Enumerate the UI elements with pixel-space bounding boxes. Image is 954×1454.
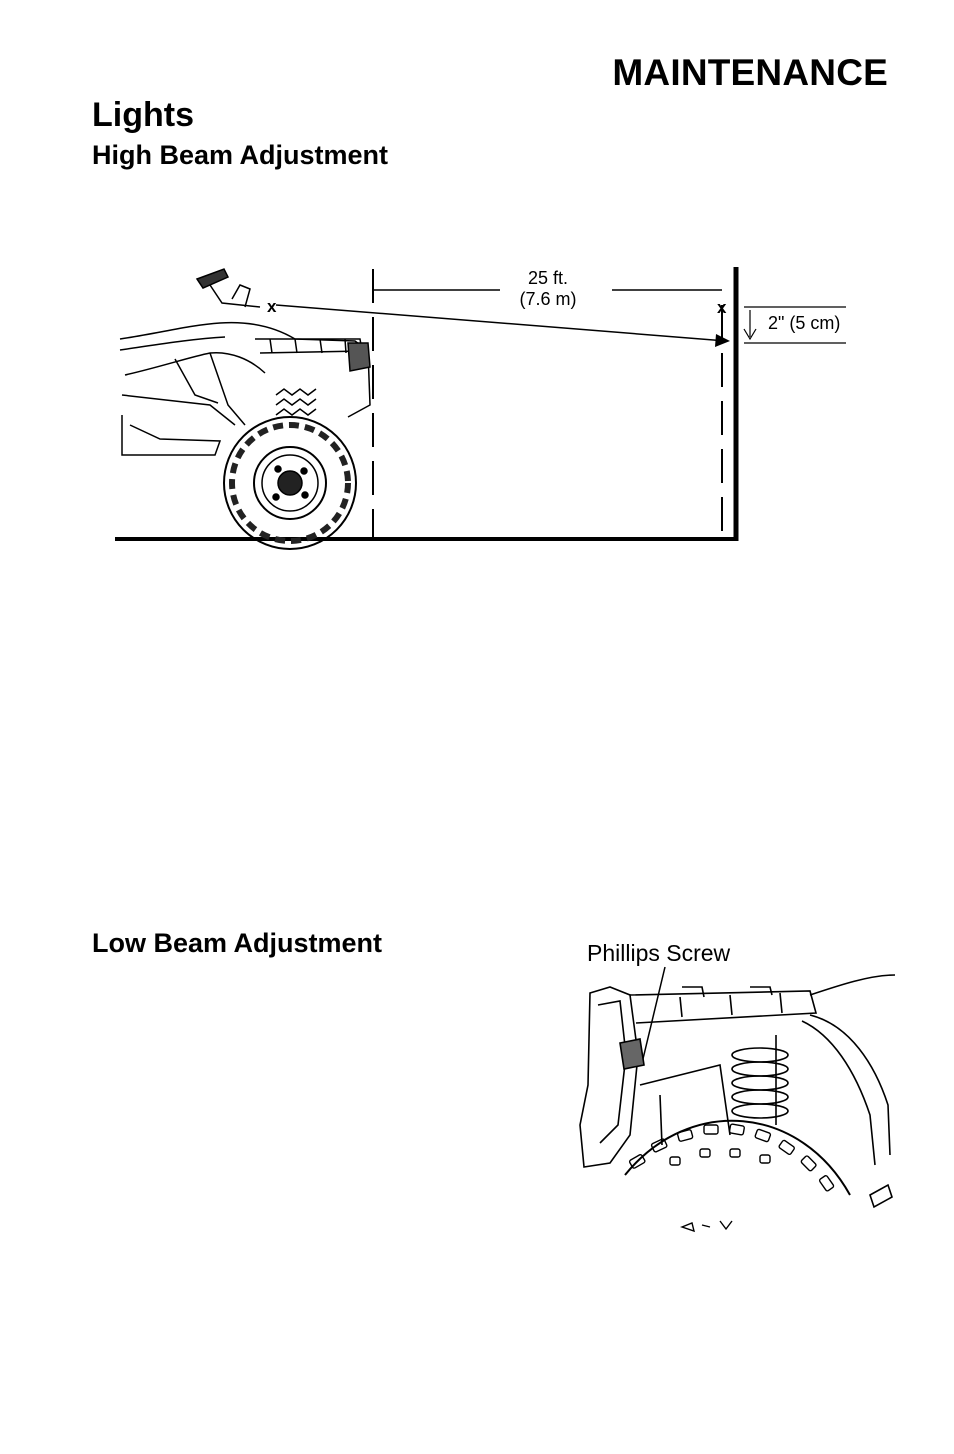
section-title: MAINTENANCE (612, 52, 888, 93)
atv-front-closeup (579, 974, 896, 1233)
page-heading: Lights (92, 96, 194, 134)
headlight-marker: x (267, 297, 277, 316)
low-beam-heading: Low Beam Adjustment (92, 928, 383, 958)
distance-label-meters: (7.6 m) (519, 289, 576, 309)
low-beam-diagram-svg: Phillips Screw (579, 940, 896, 1233)
high-beam-heading: High Beam Adjustment (92, 140, 389, 170)
drop-label: 2" (5 cm) (768, 313, 840, 333)
high-beam-diagram: 25 ft. (7.6 m) x x 2" (5 cm) (100, 255, 860, 555)
phillips-screw-callout: Phillips Screw (587, 940, 731, 966)
drop-arrow-head (743, 328, 757, 341)
atv-illustration (119, 268, 371, 550)
beam-line (275, 304, 727, 342)
distance-label-feet: 25 ft. (528, 268, 568, 288)
beam-arrowhead (715, 334, 730, 347)
high-beam-diagram-svg: 25 ft. (7.6 m) x x 2" (5 cm) (115, 267, 846, 550)
wall-marker: x (717, 298, 727, 317)
low-beam-diagram: Phillips Screw (570, 935, 900, 1255)
callout-leader-line (641, 966, 666, 1064)
